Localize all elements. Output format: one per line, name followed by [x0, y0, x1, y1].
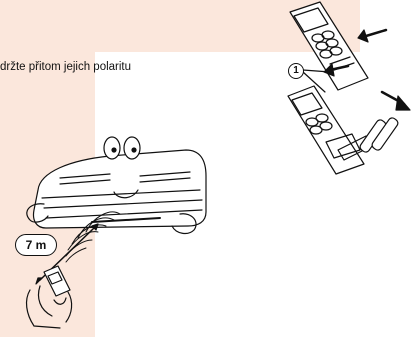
air-conditioner-illustration [34, 150, 207, 228]
callout-number-badge: 1 [288, 63, 304, 79]
arrow-icon-press [358, 30, 386, 42]
remote-illustration-top [290, 2, 368, 90]
remote-illustration-bottom [288, 86, 399, 174]
hand-with-remote-illustration [27, 266, 72, 328]
distance-label-badge: 7 m [15, 234, 57, 256]
arrow-icon-slide [382, 92, 410, 110]
